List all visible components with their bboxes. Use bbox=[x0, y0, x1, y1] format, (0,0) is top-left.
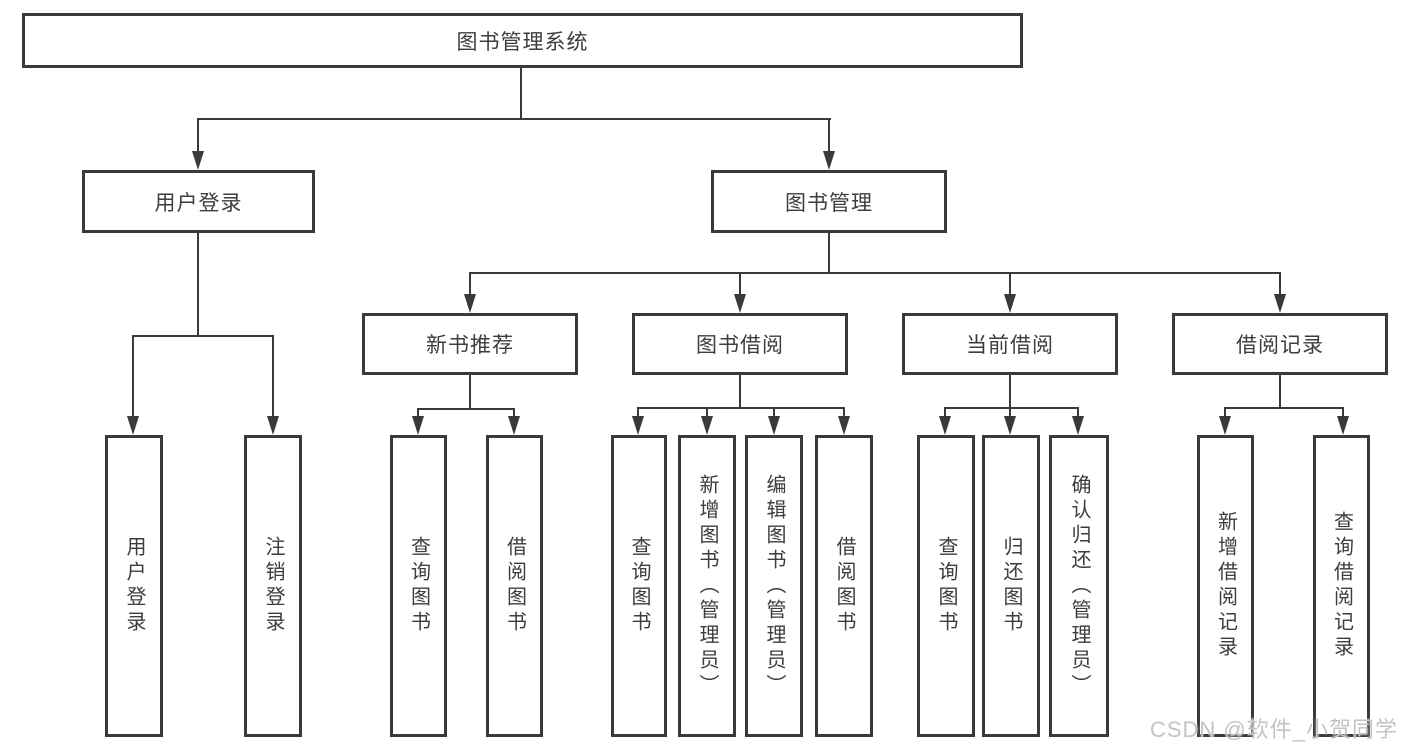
node-borrowing-records: 借阅记录 bbox=[1172, 313, 1388, 375]
node-user-login: 用户登录 bbox=[82, 170, 315, 233]
node-return-books: 归还图书 bbox=[982, 435, 1040, 737]
arrow-recommend bbox=[464, 294, 476, 313]
arrow-records bbox=[1274, 294, 1286, 313]
node-query-borrow-record: 查询借阅记录 bbox=[1313, 435, 1370, 737]
connector-bookmgmt-stem bbox=[828, 233, 830, 272]
arrow-rec2 bbox=[1337, 416, 1349, 435]
node-add-books-admin: 新增图书（管理员） bbox=[678, 435, 736, 737]
arrow-c2 bbox=[1004, 416, 1016, 435]
connector-current-hline bbox=[944, 407, 1079, 409]
connector-drop-records bbox=[1279, 272, 1281, 295]
node-book-management: 图书管理 bbox=[711, 170, 947, 233]
connector-drop-b2 bbox=[706, 407, 708, 417]
arrow-login bbox=[127, 416, 139, 435]
arrow-logout bbox=[267, 416, 279, 435]
connector-drop-login bbox=[132, 335, 134, 417]
node-borrowing-query-books: 查询图书 bbox=[611, 435, 667, 737]
connector-drop-user-login bbox=[197, 118, 199, 152]
arrow-b4 bbox=[838, 416, 850, 435]
node-add-borrow-record: 新增借阅记录 bbox=[1197, 435, 1254, 737]
connector-recommend-hline bbox=[417, 408, 515, 410]
connector-records-hline bbox=[1224, 407, 1344, 409]
node-edit-books-admin: 编辑图书（管理员） bbox=[745, 435, 803, 737]
connector-root-hline bbox=[197, 118, 831, 120]
connector-drop-r2 bbox=[513, 408, 515, 417]
connector-recommend-stem bbox=[469, 375, 471, 408]
connector-drop-recommend bbox=[469, 272, 471, 295]
connector-drop-current bbox=[1009, 272, 1011, 295]
connector-records-stem bbox=[1279, 375, 1281, 407]
arrow-rec1 bbox=[1219, 416, 1231, 435]
connector-drop-book-mgmt bbox=[828, 118, 830, 152]
arrow-r1 bbox=[412, 416, 424, 435]
connector-userlogin-stem bbox=[197, 233, 199, 335]
arrow-current bbox=[1004, 294, 1016, 313]
node-logout-leaf: 注销登录 bbox=[244, 435, 302, 737]
connector-drop-rec1 bbox=[1224, 407, 1226, 417]
connector-drop-c2 bbox=[1009, 407, 1011, 417]
connector-drop-rec2 bbox=[1342, 407, 1344, 417]
arrow-book-mgmt bbox=[823, 151, 835, 170]
arrow-b3 bbox=[768, 416, 780, 435]
node-recommend-borrow-books: 借阅图书 bbox=[486, 435, 543, 737]
node-recommend-query-books: 查询图书 bbox=[390, 435, 447, 737]
node-new-book-recommend: 新书推荐 bbox=[362, 313, 578, 375]
connector-drop-c3 bbox=[1077, 407, 1079, 417]
arrow-c1 bbox=[939, 416, 951, 435]
node-library-management-system: 图书管理系统 bbox=[22, 13, 1023, 68]
node-user-login-leaf: 用户登录 bbox=[105, 435, 163, 737]
node-current-borrowing: 当前借阅 bbox=[902, 313, 1118, 375]
connector-borrow-hline bbox=[637, 407, 844, 409]
connector-drop-borrow bbox=[739, 272, 741, 295]
arrow-c3 bbox=[1072, 416, 1084, 435]
connector-userlogin-hline bbox=[132, 335, 274, 337]
connector-drop-c1 bbox=[944, 407, 946, 417]
connector-drop-r1 bbox=[417, 408, 419, 417]
arrow-user-login bbox=[192, 151, 204, 170]
node-confirm-return-admin: 确认归还（管理员） bbox=[1049, 435, 1109, 737]
connector-drop-b4 bbox=[843, 407, 845, 417]
arrow-b1 bbox=[632, 416, 644, 435]
node-current-query-books: 查询图书 bbox=[917, 435, 975, 737]
arrow-borrow bbox=[734, 294, 746, 313]
connector-current-stem bbox=[1009, 375, 1011, 407]
node-borrowing-borrow-books: 借阅图书 bbox=[815, 435, 873, 737]
connector-drop-b3 bbox=[773, 407, 775, 417]
arrow-b2 bbox=[701, 416, 713, 435]
connector-drop-logout bbox=[272, 335, 274, 417]
arrow-r2 bbox=[508, 416, 520, 435]
connector-bookmgmt-hline bbox=[469, 272, 1281, 274]
connector-drop-b1 bbox=[637, 407, 639, 417]
connector-root-stem bbox=[520, 68, 522, 118]
csdn-watermark: CSDN @软件_小贺同学 bbox=[1149, 717, 1398, 742]
node-book-borrowing: 图书借阅 bbox=[632, 313, 848, 375]
connector-borrow-stem bbox=[739, 375, 741, 407]
